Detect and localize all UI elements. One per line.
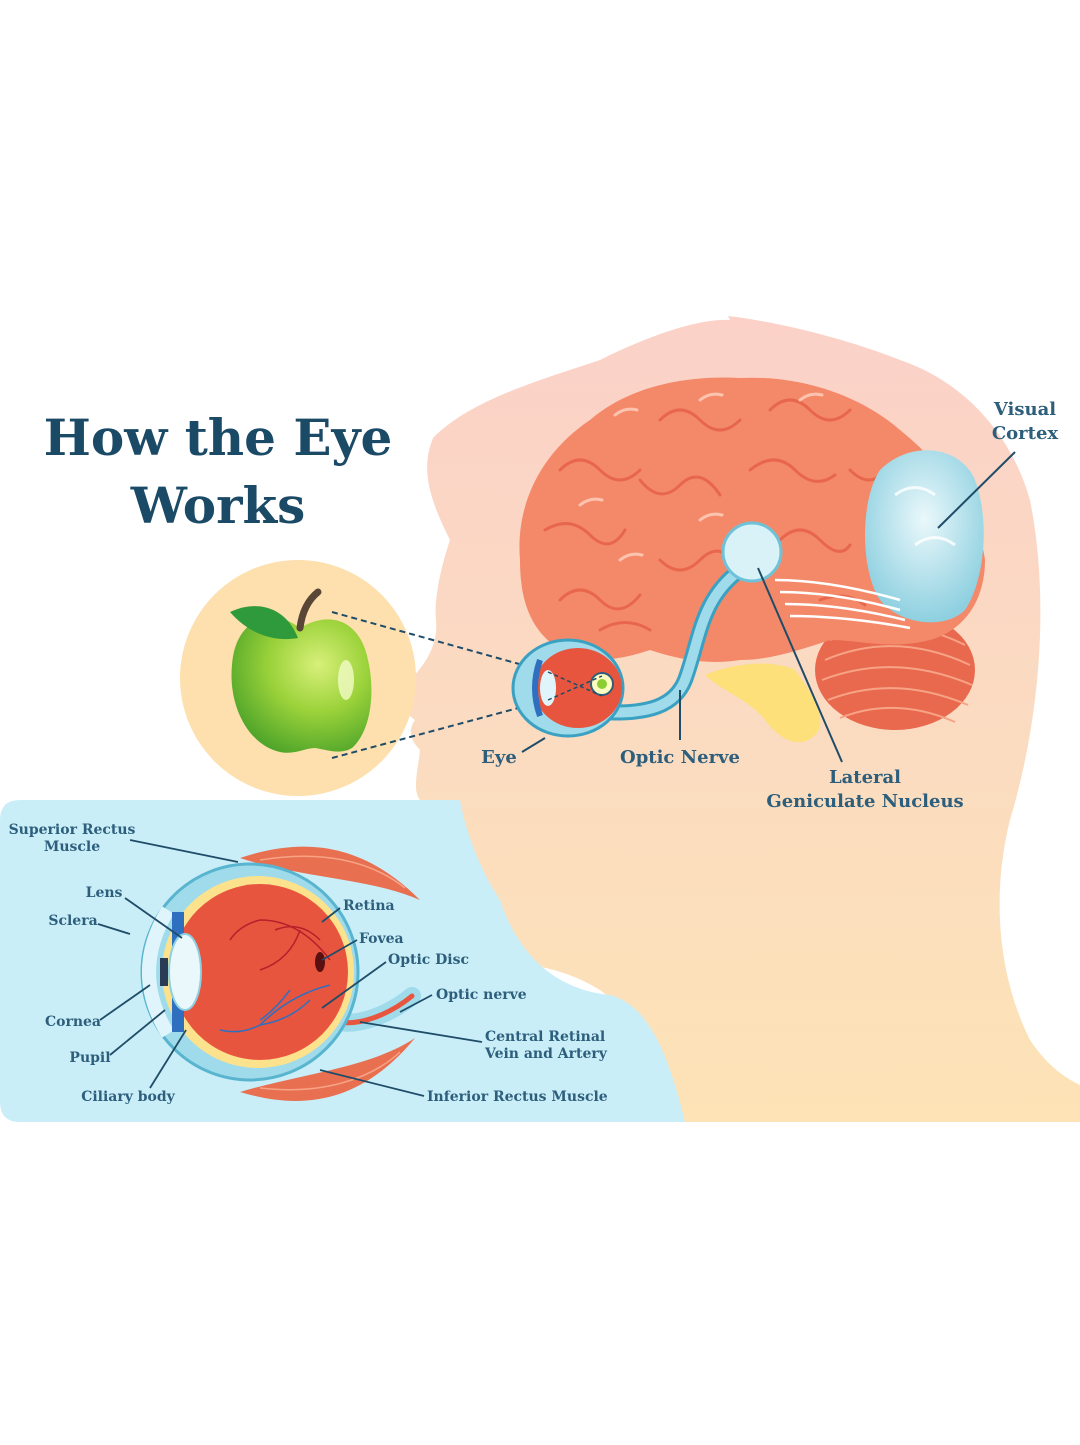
inferior-rectus-muscle	[240, 1038, 415, 1101]
superior-rectus-muscle	[240, 846, 420, 900]
label-optic-nerve-small: Optic nerve	[436, 987, 527, 1003]
apple-object	[180, 560, 549, 796]
label-pupil: Pupil	[69, 1050, 110, 1066]
brain-labels: Visual Cortex Eye Optic Nerve Lateral Ge…	[481, 399, 1058, 812]
label-central-retinal-1: Central Retinal	[485, 1029, 605, 1045]
label-lgn-1: Lateral	[829, 767, 901, 788]
brain-stem	[705, 663, 821, 743]
apple-icon	[231, 617, 372, 753]
lateral-geniculate-nucleus	[721, 521, 783, 583]
label-ciliary-body: Ciliary body	[81, 1089, 175, 1105]
label-central-retinal-2: Vein and Artery	[484, 1046, 608, 1062]
vitreous-body	[172, 884, 348, 1060]
label-optic-nerve: Optic Nerve	[620, 747, 740, 768]
label-visual-cortex-1: Visual	[993, 399, 1056, 420]
lens-shape	[168, 933, 202, 1011]
label-sclera: Sclera	[48, 913, 97, 929]
label-optic-disc: Optic Disc	[388, 952, 469, 968]
label-lgn-2: Geniculate Nucleus	[766, 791, 963, 812]
label-fovea: Fovea	[359, 931, 404, 947]
label-superior-rectus-2: Muscle	[44, 839, 100, 855]
eye-in-head	[511, 638, 625, 738]
label-retina: Retina	[343, 898, 395, 914]
brain	[519, 377, 985, 743]
title-line-1: How the Eye	[44, 408, 393, 467]
label-superior-rectus-1: Superior Rectus	[9, 822, 136, 838]
label-eye: Eye	[481, 747, 517, 768]
title-line-2: Works	[130, 476, 306, 535]
label-visual-cortex-2: Cortex	[992, 423, 1059, 444]
label-lens: Lens	[86, 885, 123, 901]
fovea-shape	[315, 952, 325, 972]
optic-radiation	[774, 578, 911, 630]
eye-cross-section-panel: Superior Rectus Muscle Lens Sclera Corne…	[0, 800, 685, 1122]
pupil-shape	[160, 958, 168, 986]
label-inferior-rectus: Inferior Rectus Muscle	[427, 1089, 608, 1105]
visual-cortex	[865, 450, 984, 623]
label-cornea: Cornea	[45, 1014, 101, 1030]
